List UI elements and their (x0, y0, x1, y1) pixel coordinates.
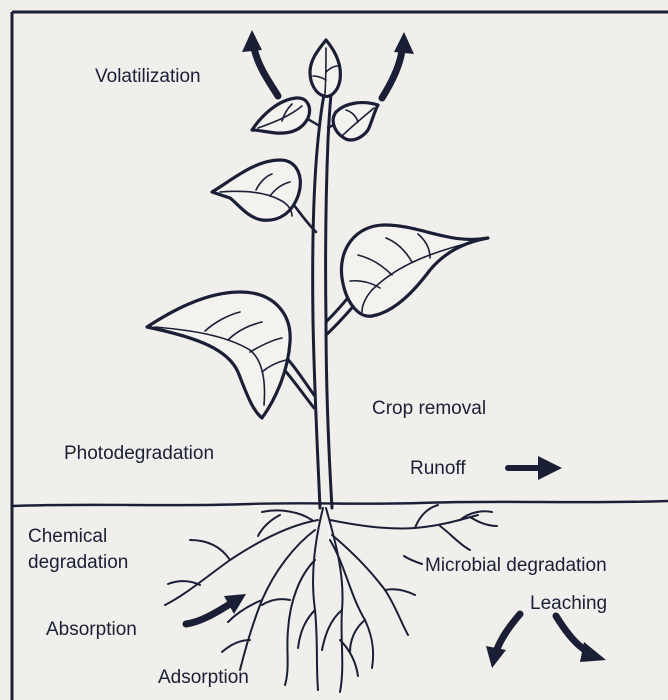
label-adsorption: Adsorption (158, 667, 249, 688)
label-crop-removal: Crop removal (372, 398, 486, 419)
label-leaching: Leaching (530, 593, 607, 614)
label-microbial-degradation: Microbial degradation (425, 555, 607, 576)
label-runoff: Runoff (410, 458, 466, 479)
label-photodegradation: Photodegradation (64, 443, 214, 464)
label-volatilization: Volatilization (95, 66, 201, 87)
label-chemical-line1: Chemical (28, 526, 107, 547)
label-absorption: Absorption (46, 619, 137, 640)
label-chemical-line2: degradation (28, 552, 128, 573)
